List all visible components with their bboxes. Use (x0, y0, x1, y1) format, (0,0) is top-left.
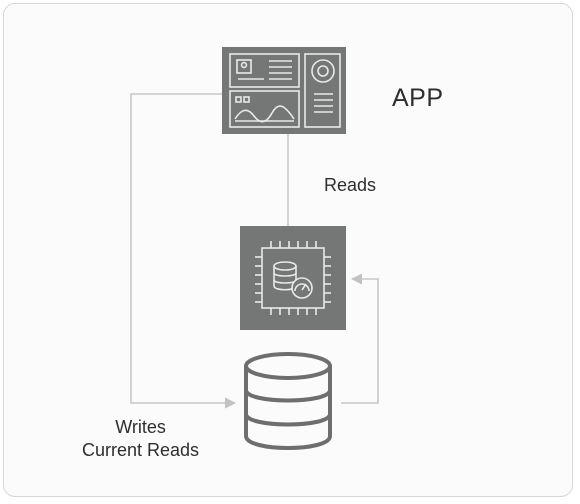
connectors (130, 93, 379, 409)
reads-label: Reads (324, 175, 377, 195)
writes-label: Writes Current Reads (82, 416, 199, 462)
app-label: APP (392, 84, 444, 112)
writes-label-line2: Current Reads (82, 440, 200, 460)
refresh-connector (341, 273, 379, 404)
cpu-database-gauge-icon (240, 226, 346, 330)
dashboard-icon (222, 47, 346, 134)
writes-label-line1: Writes (115, 417, 166, 437)
database-icon (244, 352, 332, 450)
writes-connector (130, 93, 237, 409)
